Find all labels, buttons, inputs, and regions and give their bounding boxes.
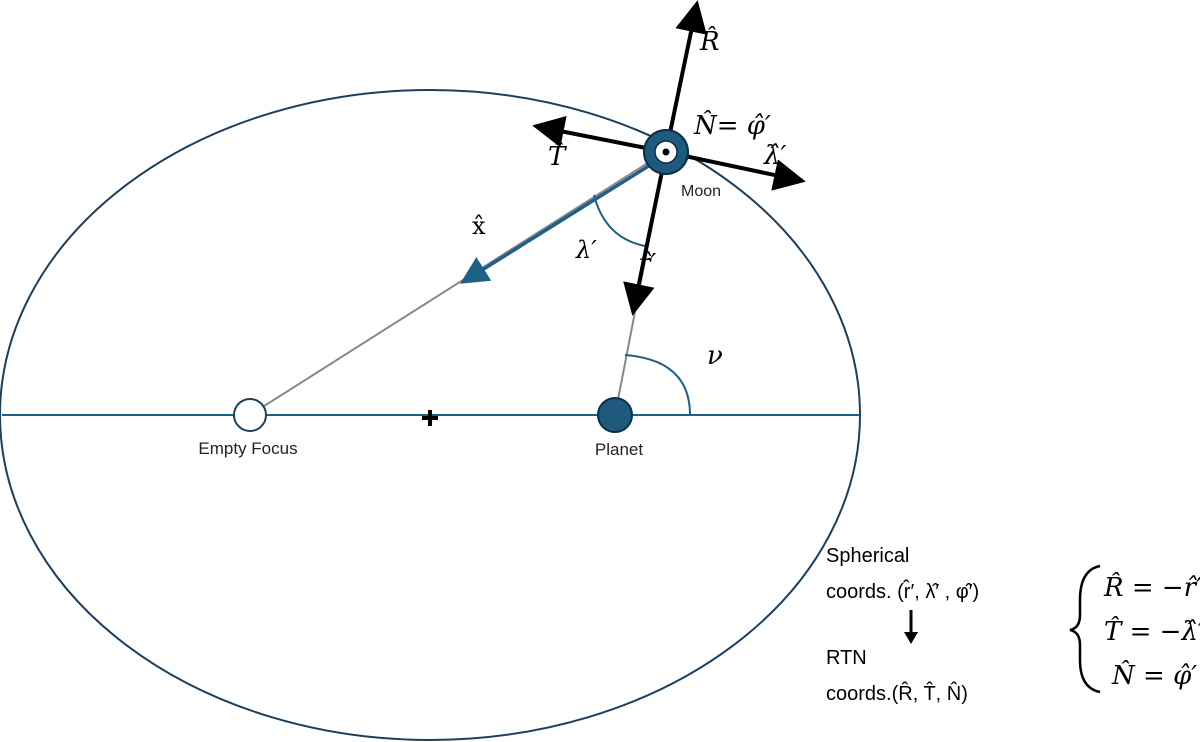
legend-spherical: Spherical (826, 545, 909, 567)
arrow-down-icon (904, 610, 918, 644)
x-hat-label: x̂ (472, 212, 486, 240)
planet (597, 397, 633, 433)
x-hat-arrow (460, 160, 656, 284)
empty-focus-label: Empty Focus (198, 439, 297, 458)
empty-focus (233, 398, 267, 432)
nu-label: ν (707, 341, 723, 371)
equation-n: N̂ = φ̂′ (1111, 660, 1197, 691)
equation-brace (1069, 564, 1101, 694)
planet-label: Planet (595, 440, 643, 459)
r-prime-hat-arrow (623, 151, 668, 316)
r-hat-label: R̂ (699, 26, 720, 57)
equation-t: T̂ = −λ̂′ (1104, 616, 1200, 647)
lambda-prime-label: λ′ (575, 236, 597, 264)
moon (643, 129, 689, 175)
legend-rtn: RTN (826, 647, 867, 669)
r-prime-hat-label: r̂′ (638, 249, 656, 279)
focus-moon-line (249, 151, 666, 416)
lambda-prime-arc (593, 194, 646, 247)
t-hat-label: T̂ (548, 141, 567, 172)
plus-icon (422, 410, 438, 426)
lambda-prime-hat-label: λ̂′ (763, 141, 786, 171)
equation-r: R̂ = −r̂′ (1103, 572, 1200, 603)
n-hat-equals-phi-label: N̂= φ̂′ (693, 110, 771, 141)
nu-arc (624, 354, 691, 416)
legend-spherical-coords: coords. (r̂′, λ̂′ , φ̂′) (826, 579, 979, 603)
legend-rtn-coords: coords.(R̂, T̂, N̂) (826, 682, 968, 705)
moon-label: Moon (681, 183, 721, 200)
r-hat-arrow (664, 0, 707, 153)
